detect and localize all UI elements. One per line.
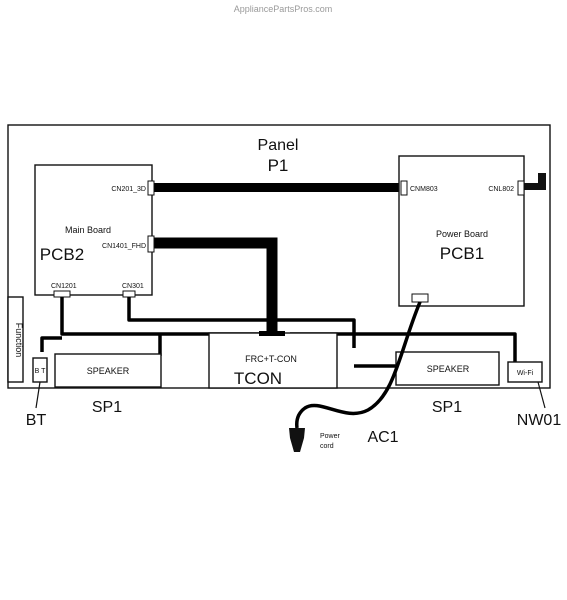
connector-cn201-3d xyxy=(147,180,155,196)
power-cord-plug xyxy=(289,428,305,452)
connector-cn301-label: CN301 xyxy=(122,283,144,290)
lvds-cable-3d xyxy=(152,183,402,192)
speaker-right-code: SP1 xyxy=(432,399,462,416)
power-cord-wire xyxy=(295,301,422,429)
function-key xyxy=(7,296,24,383)
wifi-leader xyxy=(537,381,546,409)
connector-cn201-3d-label: CN201_3D xyxy=(111,186,146,193)
lvds-cable-fhd xyxy=(152,237,278,338)
power-cord-label-line1: Power xyxy=(320,433,341,440)
panel-code: P1 xyxy=(268,156,289,175)
speaker-left-code: SP1 xyxy=(92,399,122,416)
power-cord-code: AC1 xyxy=(367,429,398,446)
tcon-code: TCON xyxy=(234,369,282,388)
connector-cn301 xyxy=(122,290,136,298)
wifi-module-label: Wi-Fi xyxy=(517,370,534,377)
harness-cn1201 xyxy=(60,297,260,336)
bt-leader xyxy=(35,381,41,409)
harness-wifi xyxy=(290,332,517,362)
main-board xyxy=(34,164,153,296)
connector-cn1401-fhd-label: CN1401_FHD xyxy=(102,243,146,250)
power-board-label: Power Board xyxy=(436,229,488,239)
power-board-code: PCB1 xyxy=(440,244,484,263)
speaker-left xyxy=(54,353,162,388)
connector-cn1401-fhd xyxy=(147,235,155,253)
tcon-board xyxy=(208,332,338,389)
power-board-ac-connector xyxy=(411,293,429,303)
panel-label: Panel xyxy=(258,137,299,154)
bt-code: BT xyxy=(26,412,47,429)
connector-cnm803 xyxy=(400,180,408,196)
wifi-module xyxy=(507,361,543,383)
bt-module-label: B T xyxy=(35,368,46,375)
main-board-code: PCB2 xyxy=(40,245,84,264)
connector-cnl802-label: CNL802 xyxy=(488,186,514,193)
connector-cn1201-label: CN1201 xyxy=(51,283,77,290)
tcon-label: FRC+T-CON xyxy=(245,354,297,364)
wifi-code: NW01 xyxy=(517,412,562,429)
connector-cnl802-plug xyxy=(524,173,546,190)
power-cord-label-line2: cord xyxy=(320,443,334,450)
speaker-right-label: SPEAKER xyxy=(427,364,470,374)
connector-cnm803-label: CNM803 xyxy=(410,186,438,193)
power-board xyxy=(398,155,525,307)
function-key-label: Function xyxy=(14,323,24,358)
watermark: AppliancePartsPros.com xyxy=(234,4,333,14)
connector-cn1201 xyxy=(53,290,71,298)
connector-cnl802 xyxy=(517,180,525,196)
speaker-left-label: SPEAKER xyxy=(87,366,130,376)
main-board-label: Main Board xyxy=(65,225,111,235)
tcon-connector xyxy=(259,331,285,336)
harness-bt xyxy=(40,336,62,352)
